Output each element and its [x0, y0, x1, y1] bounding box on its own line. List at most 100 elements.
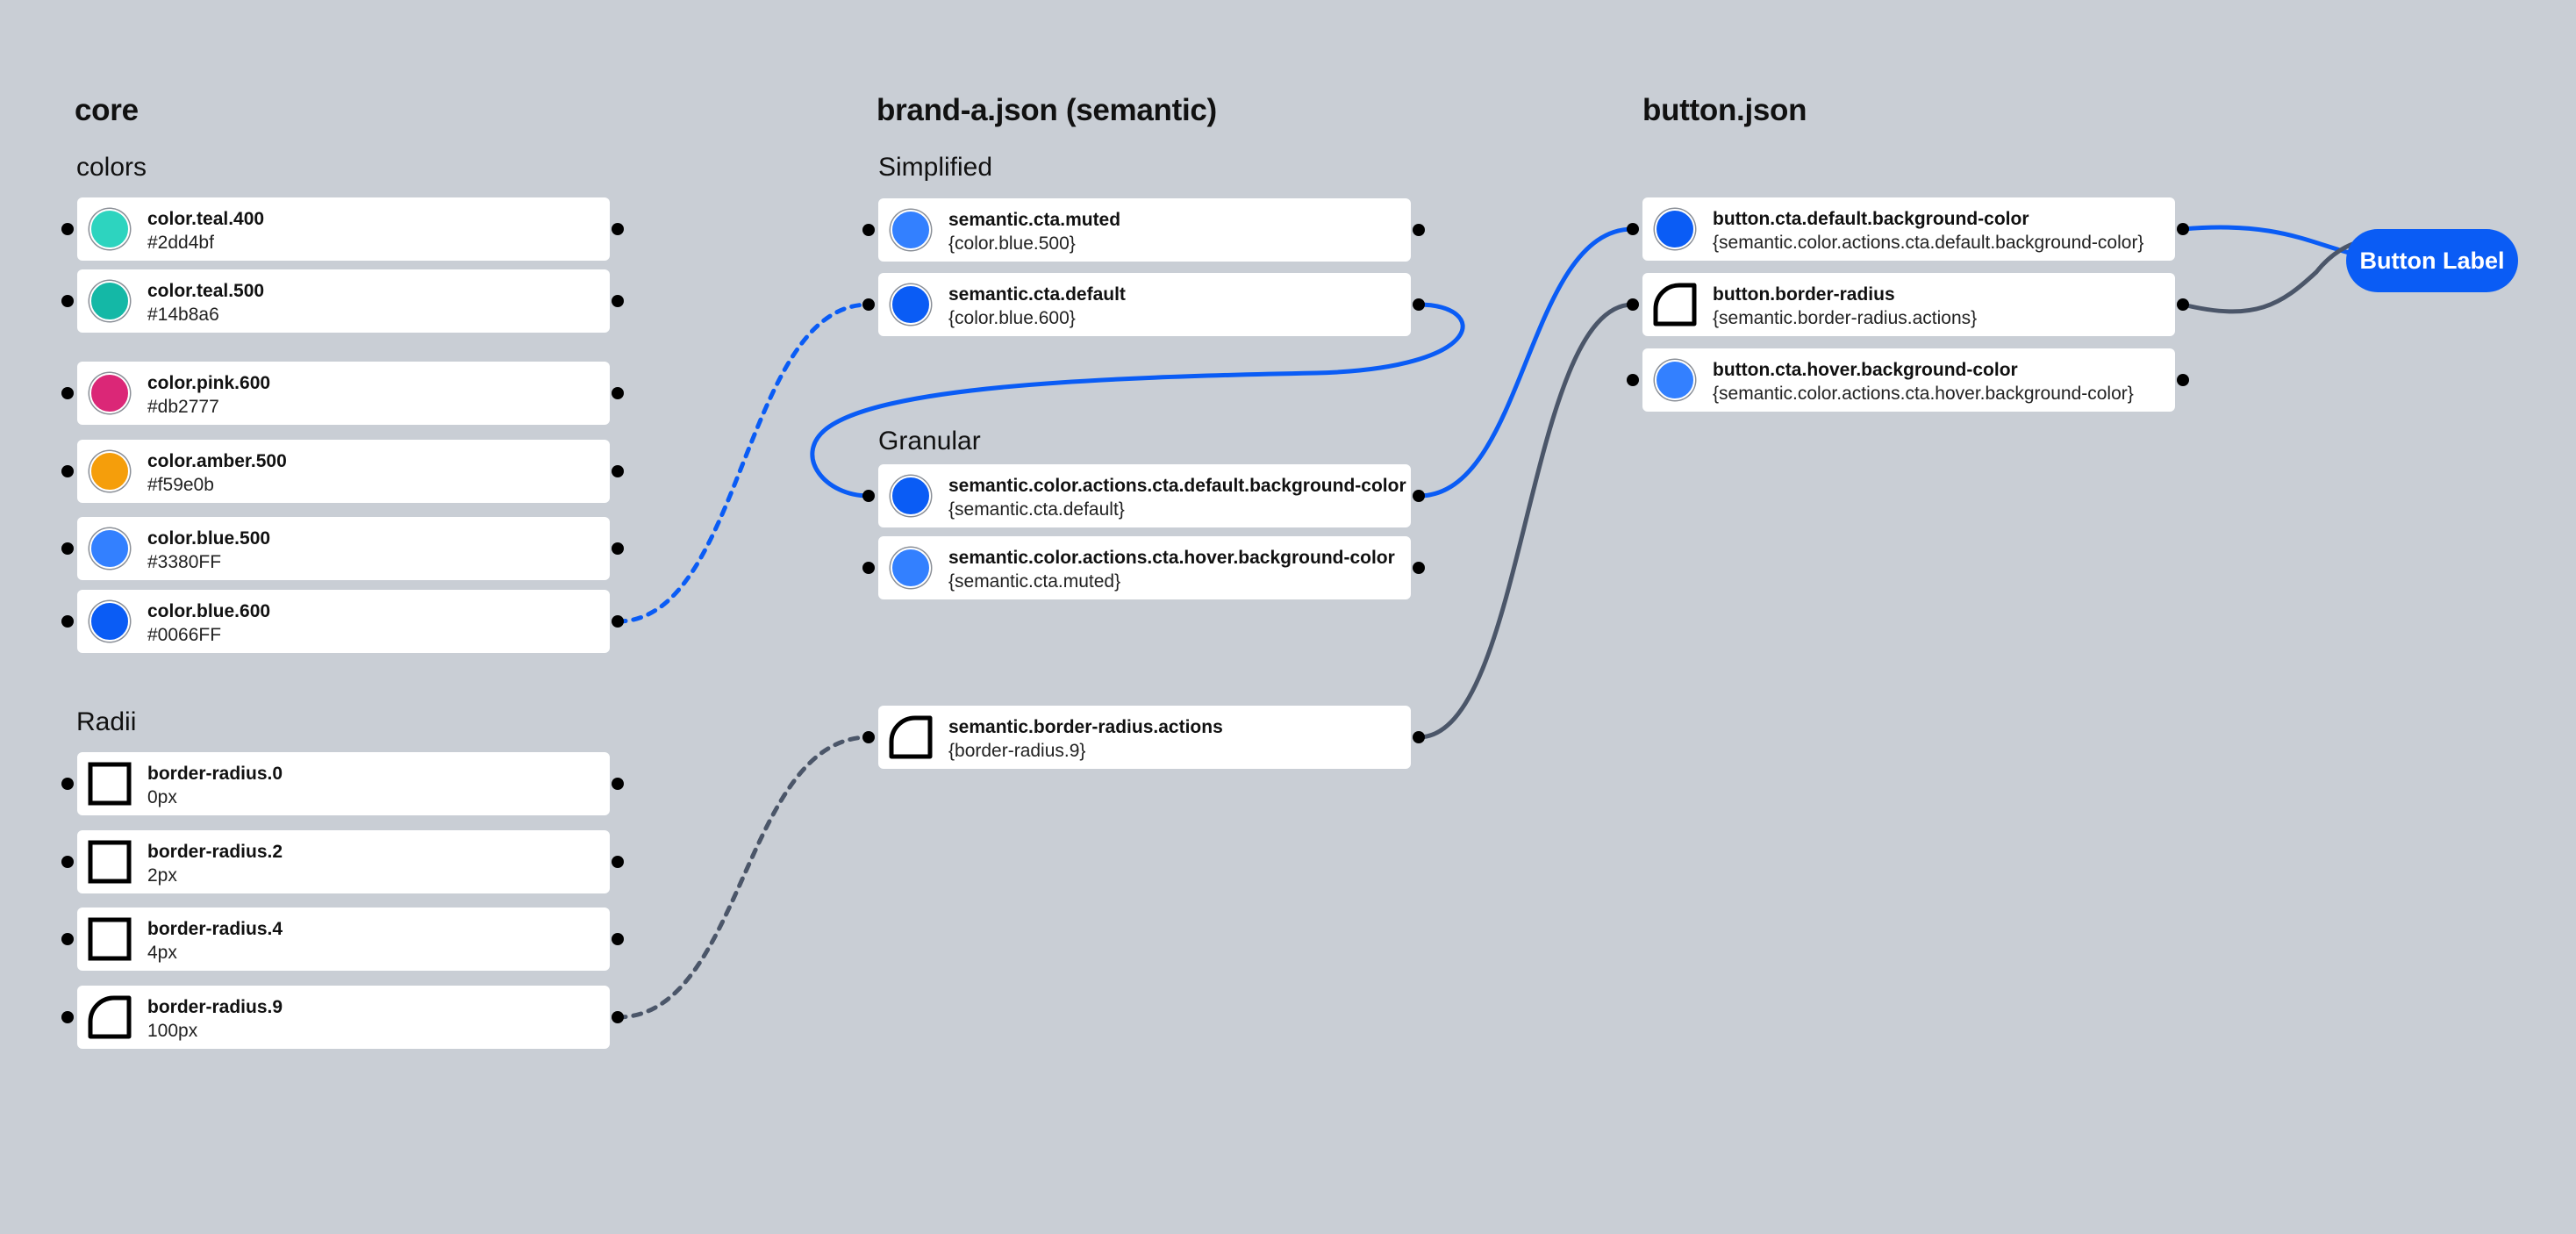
connector-port-left[interactable]	[61, 465, 74, 477]
color-swatch-icon	[1655, 209, 1695, 249]
connector-port-right[interactable]	[1413, 490, 1425, 502]
connector-port-right[interactable]	[612, 542, 624, 555]
token-name: semantic.cta.default	[948, 284, 1126, 305]
color-swatch-icon	[89, 209, 130, 249]
connector-port-right[interactable]	[2177, 298, 2189, 311]
connector-port-left[interactable]	[862, 224, 875, 236]
connector-port-right[interactable]	[612, 1011, 624, 1023]
connector-port-left[interactable]	[61, 387, 74, 399]
token-name: color.teal.500	[147, 281, 265, 301]
core-color-card[interactable]: color.pink.600#db2777	[77, 362, 610, 425]
color-swatch-icon	[89, 451, 130, 491]
connector-port-right[interactable]	[612, 856, 624, 868]
token-name: button.cta.hover.background-color	[1713, 360, 2018, 380]
component-token-card[interactable]: button.cta.hover.background-color{semant…	[1642, 348, 2175, 412]
semantic-simplified-card[interactable]: semantic.cta.muted{color.blue.500}	[878, 198, 1411, 262]
column-title-core: core	[75, 93, 139, 127]
token-value: #3380FF	[147, 552, 222, 572]
color-swatch-icon	[1655, 360, 1695, 400]
section-title-granular: Granular	[878, 427, 981, 456]
core-color-card[interactable]: color.blue.600#0066FF	[77, 590, 610, 653]
token-name: color.amber.500	[147, 451, 287, 471]
column-title-component: button.json	[1642, 93, 1807, 127]
component-token-card[interactable]: button.cta.default.background-color {sema…	[1642, 197, 2175, 261]
token-name: semantic.border-radius.actions	[948, 717, 1223, 737]
color-swatch-icon	[891, 284, 931, 325]
token-name: border-radius.9	[147, 997, 283, 1017]
connector-port-right[interactable]	[612, 615, 624, 628]
core-color-card[interactable]: color.teal.500#14b8a6	[77, 269, 610, 333]
core-color-card[interactable]: color.blue.500#3380FF	[77, 517, 610, 580]
token-value: 4px	[147, 943, 177, 963]
quarter-round-icon	[88, 995, 132, 1039]
connector-port-left[interactable]	[61, 542, 74, 555]
section-title-simplified: Simplified	[878, 153, 993, 182]
connector-port-right[interactable]	[1413, 562, 1425, 574]
connector-port-left[interactable]	[862, 490, 875, 502]
core-color-card[interactable]: color.teal.400 #2dd4bf	[77, 197, 610, 261]
wire-radius-actions-to-button-radius	[1416, 302, 1635, 740]
section-title-colors: colors	[76, 153, 147, 182]
square-icon	[88, 917, 132, 961]
token-value: #f59e0b	[147, 475, 214, 495]
core-color-card[interactable]: color.amber.500 #f59e0b	[77, 440, 610, 503]
connector-port-left[interactable]	[61, 778, 74, 790]
token-name: button.border-radius	[1713, 284, 1895, 305]
connector-port-left[interactable]	[61, 856, 74, 868]
section-title-radii: Radii	[76, 707, 137, 736]
connector-port-right[interactable]	[612, 933, 624, 945]
connector-port-right[interactable]	[612, 465, 624, 477]
connector-port-left[interactable]	[61, 295, 74, 307]
color-swatch-icon	[89, 528, 130, 569]
connector-port-right[interactable]	[1413, 224, 1425, 236]
color-swatch-icon	[89, 373, 130, 413]
wire-blue600-to-cta-default	[615, 302, 871, 624]
connector-port-left[interactable]	[61, 933, 74, 945]
connector-port-left[interactable]	[1627, 298, 1639, 311]
token-name: button.cta.default.background-color	[1713, 209, 2029, 229]
square-icon	[88, 840, 132, 884]
connector-port-left[interactable]	[61, 1011, 74, 1023]
wire-button-bg-to-preview	[2180, 225, 2363, 258]
connector-port-right[interactable]	[612, 223, 624, 235]
color-swatch-icon	[891, 476, 931, 516]
connector-port-left[interactable]	[862, 298, 875, 311]
connector-port-right[interactable]	[612, 295, 624, 307]
token-name: semantic.color.actions.cta.default.backg…	[948, 476, 1406, 496]
button-label-preview[interactable]: Button Label	[2346, 229, 2518, 292]
connector-port-left[interactable]	[862, 731, 875, 743]
token-value: #2dd4bf	[147, 233, 214, 253]
connector-port-left[interactable]	[862, 562, 875, 574]
semantic-simplified-card[interactable]: semantic.cta.default{color.blue.600}	[878, 273, 1411, 336]
connector-port-left[interactable]	[1627, 374, 1639, 386]
component-token-card[interactable]: button.border-radius{semantic.border-rad…	[1642, 273, 2175, 336]
token-value: {semantic.cta.default}	[948, 499, 1125, 520]
connector-port-left[interactable]	[61, 223, 74, 235]
token-name: color.pink.600	[147, 373, 271, 393]
color-swatch-icon	[891, 548, 931, 588]
connector-port-right[interactable]	[612, 387, 624, 399]
token-name: color.teal.400	[147, 209, 265, 229]
wire-button-radius-to-preview	[2180, 239, 2363, 314]
semantic-granular-card[interactable]: semantic.color.actions.cta.default.backg…	[878, 464, 1411, 527]
connector-port-left[interactable]	[1627, 223, 1639, 235]
wire-granular-default-to-button-default	[1416, 226, 1635, 499]
connector-port-left[interactable]	[61, 615, 74, 628]
token-value: {semantic.cta.muted}	[948, 571, 1121, 592]
token-name: border-radius.0	[147, 764, 283, 784]
quarter-round-icon	[1653, 283, 1697, 326]
connector-port-right[interactable]	[2177, 223, 2189, 235]
token-value: {semantic.color.actions.cta.default.back…	[1713, 233, 2144, 253]
connector-port-right[interactable]	[1413, 298, 1425, 311]
connector-port-right[interactable]	[1413, 731, 1425, 743]
connector-port-right[interactable]	[612, 778, 624, 790]
token-value: {border-radius.9}	[948, 741, 1086, 761]
semantic-radius-card[interactable]: semantic.border-radius.actions {border-ra…	[878, 706, 1411, 769]
connector-port-right[interactable]	[2177, 374, 2189, 386]
semantic-granular-card[interactable]: semantic.color.actions.cta.hover.backgro…	[878, 536, 1411, 599]
